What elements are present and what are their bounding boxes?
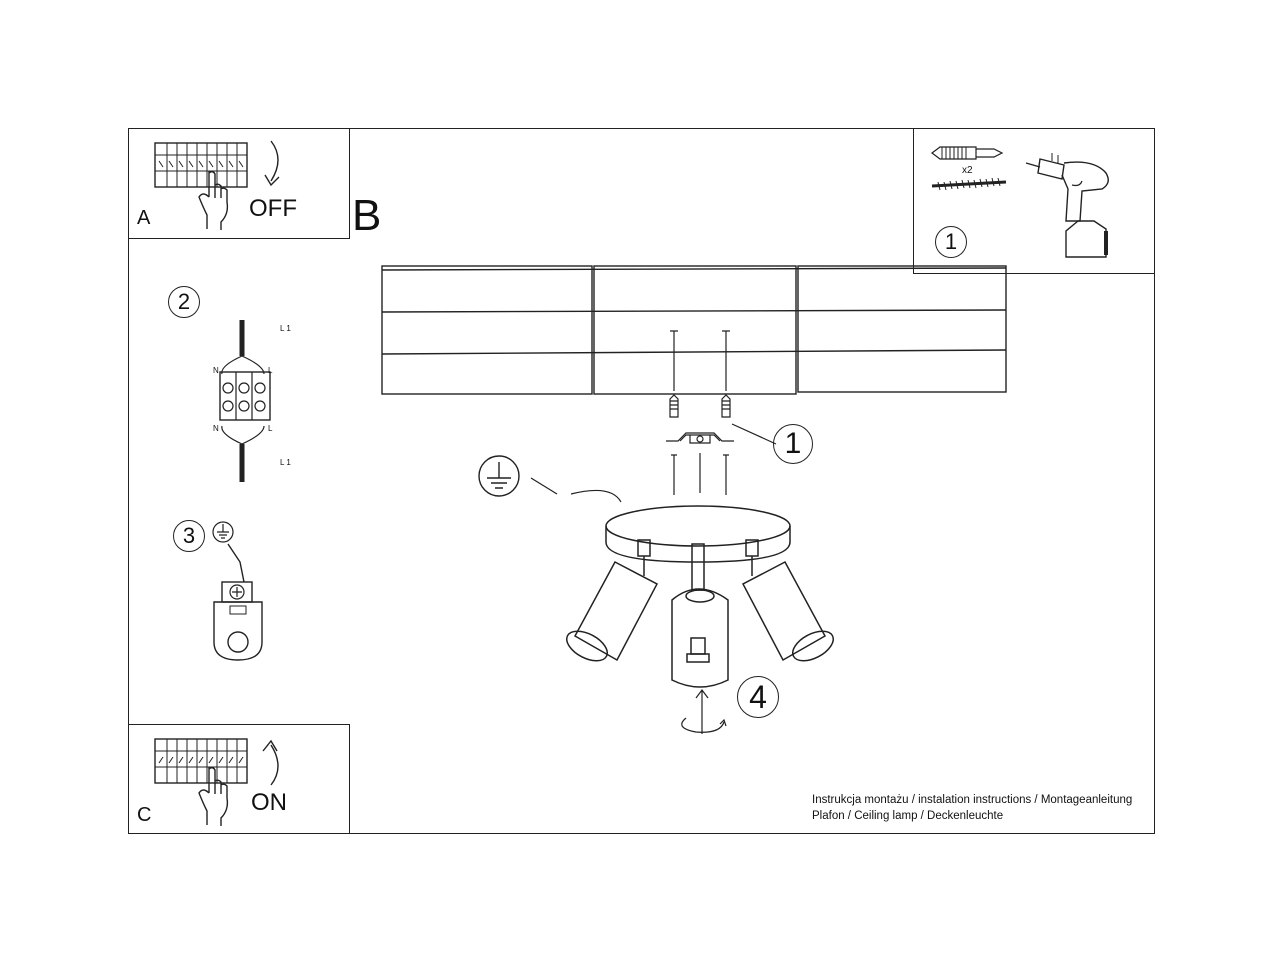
panel-b-letter: B — [352, 191, 382, 240]
step4-number: 4 — [737, 676, 779, 718]
step1-tools-number-text: 1 — [944, 229, 958, 254]
panel-c-letter: C — [137, 804, 152, 826]
drill-icon — [1025, 153, 1109, 258]
panel-a: A OFF — [128, 128, 350, 239]
step2-number-text: 2 — [177, 289, 191, 314]
step1-main-number: 1 — [773, 424, 813, 464]
step4-number-text: 4 — [749, 679, 767, 715]
breaker-panel-icon — [154, 738, 248, 784]
curved-arrow-icon — [264, 140, 280, 187]
wall-plug-icon — [931, 146, 1004, 160]
hand-icon — [198, 171, 229, 230]
step1-main-number-text: 1 — [784, 427, 802, 460]
panel-a-letter: A — [137, 207, 151, 229]
wire-label-l1-bottom: L 1 — [280, 458, 291, 467]
ceiling-lamp-drawing — [566, 505, 834, 688]
quantity-label: x2 — [962, 165, 973, 176]
wire-label-l1-top: L 1 — [280, 324, 291, 333]
panel-c: C ON — [128, 724, 350, 834]
wire-label-l-bottom: L — [268, 424, 273, 433]
step2-number: 2 — [168, 286, 200, 318]
wire-label-l-top: L — [268, 366, 273, 375]
ground-terminal-icon — [213, 543, 263, 661]
wire-label-n-bottom: N — [213, 424, 219, 433]
wire-label-n-top: N — [213, 366, 219, 375]
step3-number: 3 — [173, 520, 205, 552]
caption-line-2: Plafon / Ceiling lamp / Deckenleuchte — [812, 810, 1004, 822]
step3-number-text: 3 — [182, 523, 196, 548]
curved-arrow-icon — [262, 739, 279, 786]
ground-symbol-icon — [478, 455, 622, 503]
screw-icon — [931, 177, 1007, 191]
step1-tools-number: 1 — [935, 226, 967, 258]
rotate-arrow-icon — [681, 689, 727, 734]
panel-c-action: ON — [251, 789, 287, 816]
ground-symbol-icon — [212, 521, 234, 543]
step1-leader-line — [731, 423, 777, 445]
ceiling-boards — [381, 265, 1007, 395]
breaker-panel-icon — [154, 142, 248, 188]
panel-a-action: OFF — [249, 195, 297, 222]
tools-panel: x2 1 — [913, 128, 1155, 274]
terminal-block-icon — [219, 320, 271, 482]
hand-icon — [198, 767, 229, 826]
instruction-sheet-frame — [128, 128, 1155, 834]
mounting-hardware — [666, 330, 734, 495]
caption-line-1: Instrukcja montażu / instalation instruc… — [812, 794, 1133, 806]
caption: Instrukcja montażu / instalation instruc… — [812, 792, 1132, 824]
